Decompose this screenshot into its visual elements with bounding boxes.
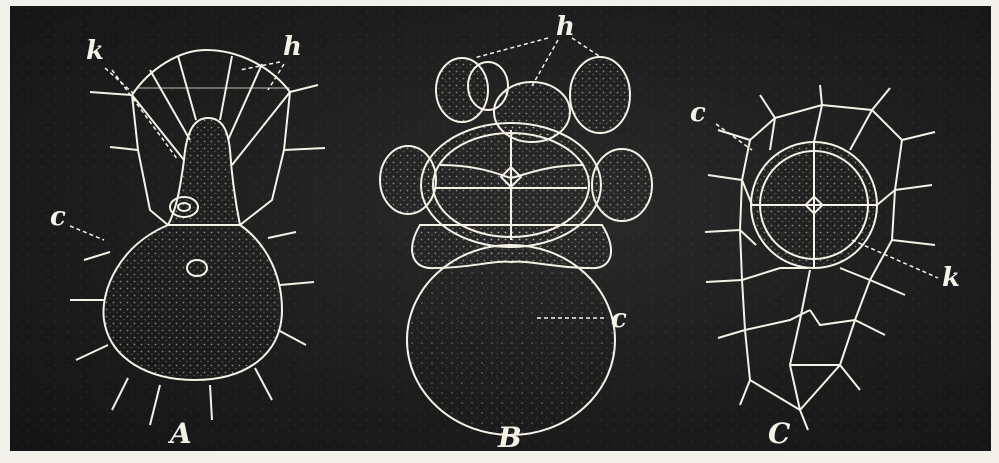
panel-b-label-h: h [556, 14, 575, 40]
panel-a-label-h: h [283, 34, 302, 60]
panel-a-caption: A [170, 420, 192, 448]
panel-a-label-k: k [86, 38, 104, 64]
panel-b-label-c: c [611, 306, 627, 332]
panel-c-label-c: c [690, 100, 706, 126]
panel-c-label-k: k [942, 265, 960, 291]
panel-c-caption: C [768, 420, 790, 448]
panel-b-lower-cell [407, 245, 615, 435]
panel-a-label-c: c [50, 204, 66, 230]
panel-b-caption: B [498, 424, 522, 452]
